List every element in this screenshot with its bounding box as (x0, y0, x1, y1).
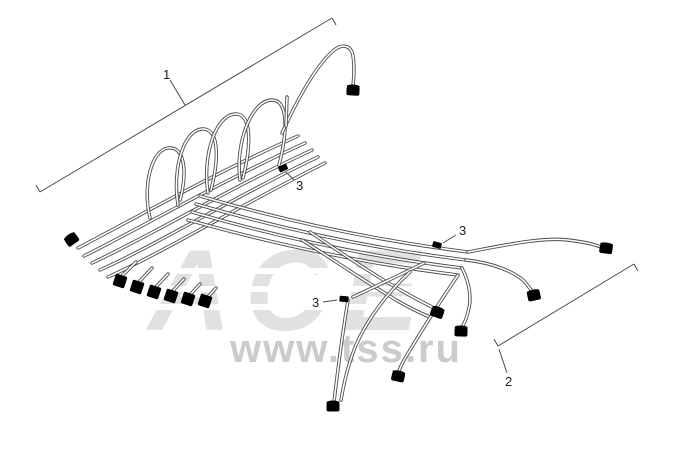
pipe-nut-icon (598, 241, 614, 255)
pipe-path-core (397, 274, 459, 375)
callout-3b-label: 3 (459, 223, 466, 238)
pipe-path-core (352, 262, 425, 298)
callout-1-tick (35, 184, 41, 193)
pipe-path-core (340, 271, 411, 401)
callout-2-label: 2 (505, 374, 512, 389)
pipe-path-core (301, 239, 431, 318)
pipe-path-core (195, 203, 467, 261)
pipe-path-core (146, 147, 185, 219)
pipe-path-core (285, 96, 288, 127)
watermark-logo: ACE (130, 227, 540, 355)
callout-2-bracket-line (497, 263, 635, 347)
callout-3c-leader (322, 299, 338, 303)
watermark-stripe (130, 286, 540, 292)
pipe-path-core (199, 195, 469, 253)
pipe-nut-icon (346, 84, 360, 96)
pipe-branches-bottom (332, 261, 426, 404)
callout-1: 1 (35, 17, 337, 193)
pipe-band-main (186, 194, 470, 277)
pipe-path-core (460, 267, 471, 330)
pipe-loops (145, 98, 287, 220)
pipe-harness (76, 44, 605, 404)
pipe-path-core (238, 99, 286, 181)
pipe-nut-icon (390, 369, 406, 383)
pipe-nut-icon (454, 325, 468, 337)
pipe-nut-icon (62, 230, 80, 248)
pipe-nut-icon (326, 400, 340, 412)
pump-pad (129, 279, 145, 295)
callout-1-bracket-line (39, 17, 333, 193)
pipe-path-core (309, 231, 435, 309)
pipe-path-core (119, 261, 137, 279)
callout-3a: 3 (285, 171, 303, 193)
watermark-stripe (130, 304, 540, 310)
pipe-path-core (83, 142, 306, 257)
callouts: 1 2 3 3 3 (35, 17, 639, 389)
callout-3b: 3 (442, 223, 466, 244)
pipe-path-core (205, 113, 250, 194)
callout-2-tick (633, 263, 639, 272)
callout-3a-label: 3 (296, 178, 303, 193)
callout-2: 2 (493, 263, 639, 389)
callout-1-leader (169, 79, 186, 106)
callout-3b-leader (442, 234, 457, 244)
pipe-top-branch (280, 44, 356, 135)
watermark-stripe (130, 268, 540, 274)
callout-3a-leader (285, 171, 295, 181)
callout-3c-label: 3 (312, 295, 319, 310)
watermark-url-text: www.tss.ru (229, 327, 462, 371)
pipe-path-core (136, 267, 153, 285)
pipe-path (280, 44, 356, 135)
pipe-path-core (187, 219, 459, 276)
callout-2-tick (493, 338, 499, 347)
callout-1-label: 1 (163, 67, 170, 82)
callout-1-tick (331, 17, 337, 26)
pipe-band-lower (300, 230, 436, 319)
pipe-path-core (467, 238, 604, 253)
pipe-path-core (333, 299, 349, 403)
pipe-path-core (99, 156, 319, 271)
pipe-path-core (175, 128, 218, 206)
callout-3c: 3 (312, 295, 338, 310)
pipe-path-core (281, 45, 355, 134)
callout-2-leader (498, 348, 508, 374)
